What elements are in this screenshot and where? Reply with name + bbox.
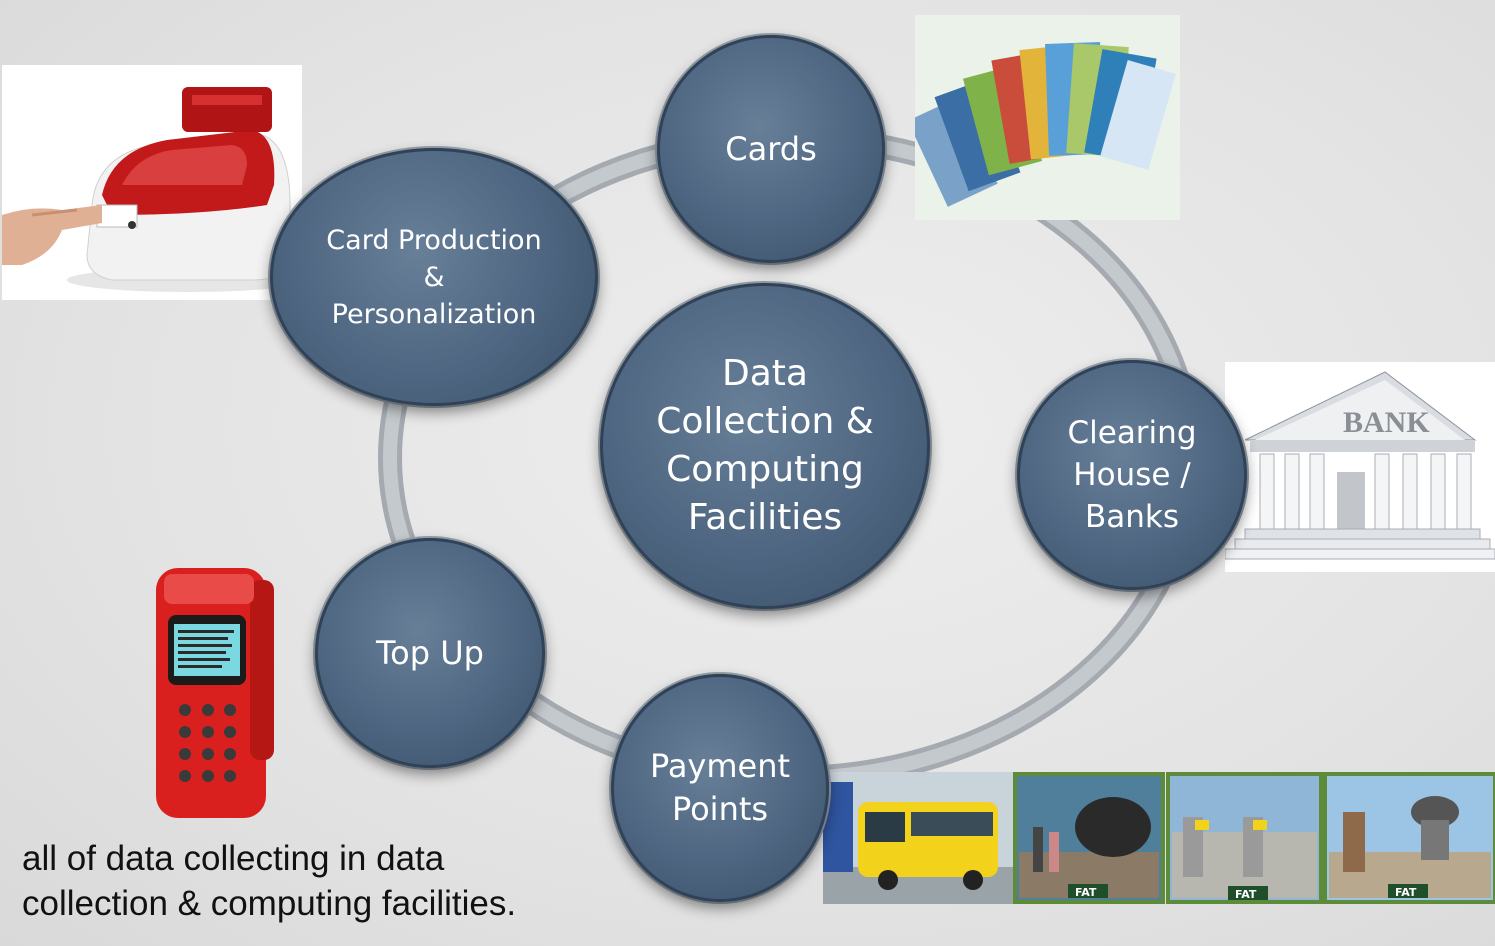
- transit-cards-photo: [915, 15, 1180, 220]
- node-payment-points: Payment Points: [611, 674, 829, 902]
- payment-points-photo-strip: FAT FAT FAT: [823, 772, 1495, 904]
- svg-text:FAT: FAT: [1395, 886, 1417, 899]
- handheld-terminal-photo: [150, 560, 278, 822]
- slide-caption: all of data collecting in data collectio…: [22, 836, 642, 926]
- node-center-label: Data Collection & Computing Facilities: [656, 353, 874, 538]
- node-card-production: Card Production & Personalization: [270, 148, 598, 406]
- node-top-up: Top Up: [315, 538, 545, 768]
- card-printer-photo: [2, 65, 302, 300]
- node-payment-points-label: Payment Points: [649, 747, 791, 828]
- node-cards-label: Cards: [725, 130, 817, 168]
- node-data-collection-center: Data Collection & Computing Facilities: [600, 283, 930, 609]
- svg-text:FAT: FAT: [1235, 888, 1257, 901]
- svg-text:FAT: FAT: [1075, 886, 1097, 899]
- slide-caption-text: all of data collecting in data collectio…: [22, 839, 517, 923]
- node-cards: Cards: [657, 35, 885, 263]
- node-clearing-label: Clearing House / Banks: [1067, 415, 1197, 535]
- svg-text:BANK: BANK: [1343, 406, 1430, 439]
- node-clearing-house: Clearing House / Banks: [1017, 360, 1247, 590]
- node-card-production-label: Card Production & Personalization: [326, 224, 542, 330]
- node-top-up-label: Top Up: [376, 634, 484, 672]
- bank-building-photo: BANK: [1225, 362, 1495, 572]
